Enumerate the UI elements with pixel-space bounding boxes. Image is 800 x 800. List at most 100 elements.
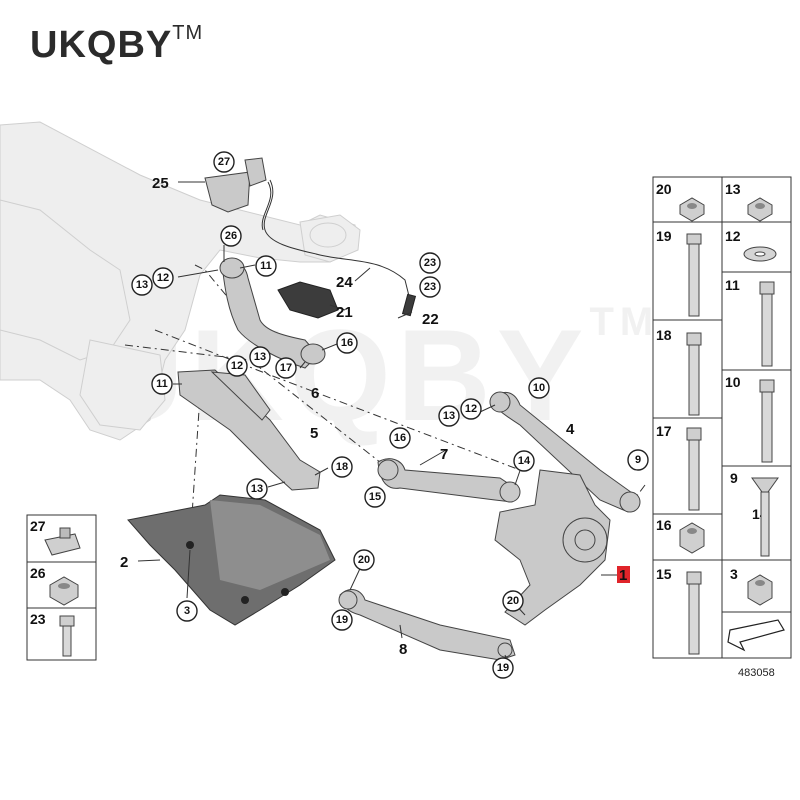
callout-12-a: 12	[152, 267, 174, 289]
svg-text:15: 15	[369, 491, 381, 503]
subframe-ghost	[0, 121, 361, 441]
callout-23-b: 23	[419, 276, 441, 298]
callout-9: 9	[627, 449, 649, 471]
label-7: 7	[440, 446, 448, 463]
callout-23-a: 23	[419, 252, 441, 274]
svg-text:23: 23	[424, 257, 436, 269]
label-4: 4	[566, 421, 575, 438]
hardware-legend-right: 20 13 19 12 11 18 10 17 9 14 16 15 3 483…	[652, 176, 792, 679]
svg-text:23: 23	[424, 281, 436, 293]
part-25-bracket	[204, 157, 267, 213]
hex-bolt-icon	[686, 332, 702, 416]
part-5-arm	[177, 369, 321, 491]
part-6-upper-arm	[219, 257, 326, 369]
callout-27: 27	[213, 151, 235, 173]
svg-text:13: 13	[443, 410, 455, 422]
hex-bolt-icon	[759, 281, 775, 367]
callout-17: 17	[275, 357, 297, 379]
svg-text:20: 20	[507, 595, 519, 607]
callout-13-d: 13	[438, 405, 460, 427]
svg-text:26: 26	[225, 230, 237, 242]
legend-num-11: 11	[725, 277, 740, 293]
svg-text:12: 12	[157, 272, 169, 284]
flange-nut-icon	[747, 574, 773, 606]
legend-num-3: 3	[730, 566, 738, 582]
callout-11-a: 11	[255, 255, 277, 277]
svg-text:13: 13	[136, 279, 148, 291]
hex-bolt-icon	[759, 379, 775, 463]
callout-15: 15	[364, 486, 386, 508]
washer-icon	[743, 246, 777, 262]
hex-bolt-icon	[686, 427, 702, 511]
legend-num-9: 9	[730, 470, 738, 486]
callout-13-b: 13	[249, 346, 271, 368]
legend-num-12: 12	[725, 228, 741, 244]
callout-3: 3	[176, 600, 198, 622]
svg-text:11: 11	[156, 378, 168, 390]
callout-20-a: 20	[353, 549, 375, 571]
callout-12-b: 12	[226, 355, 248, 377]
hex-bolt-icon	[686, 233, 702, 317]
svg-text:3: 3	[184, 605, 190, 617]
callout-26: 26	[220, 225, 242, 247]
label-25: 25	[152, 175, 169, 192]
legend-num-13: 13	[725, 181, 741, 197]
flange-nut-icon	[49, 576, 79, 606]
svg-text:16: 16	[394, 432, 406, 444]
label-24: 24	[336, 274, 353, 291]
legend-num-18: 18	[656, 327, 672, 343]
part-24-cable	[261, 179, 417, 317]
label-1-badge: 1	[617, 566, 630, 584]
callout-16-a: 16	[336, 332, 358, 354]
legend-num-26: 26	[30, 565, 46, 581]
hardware-legend-left: 27 26 23	[26, 514, 97, 661]
svg-text:12: 12	[231, 360, 243, 372]
callout-10: 10	[528, 377, 550, 399]
brand-name: UKQBY	[30, 24, 173, 66]
legend-num-17: 17	[656, 423, 672, 439]
legend-num-19: 19	[656, 228, 672, 244]
figure-id: 483058	[738, 667, 775, 679]
svg-text:10: 10	[533, 382, 545, 394]
flange-nut-icon	[747, 197, 773, 222]
callout-18: 18	[331, 456, 353, 478]
flange-nut-icon	[679, 197, 705, 222]
legend-num-16: 16	[656, 517, 672, 533]
svg-text:19: 19	[497, 662, 509, 674]
part-7-arm	[377, 458, 521, 503]
callout-20-b: 20	[502, 590, 524, 612]
part-1-wheel-carrier	[494, 469, 611, 626]
label-5: 5	[310, 425, 318, 442]
svg-text:11: 11	[260, 260, 272, 272]
svg-text:13: 13	[251, 483, 263, 495]
svg-text:9: 9	[635, 454, 641, 466]
brand-trademark: TM	[172, 22, 204, 44]
svg-text:17: 17	[280, 362, 292, 374]
part-21-bracket	[277, 281, 339, 319]
spring-clip-icon	[44, 527, 81, 556]
callout-13-a: 13	[131, 274, 153, 296]
callout-11-b: 11	[151, 373, 173, 395]
brand-logo: UKQBYTM	[30, 22, 204, 67]
svg-text:18: 18	[336, 461, 348, 473]
svg-text:19: 19	[336, 614, 348, 626]
label-6: 6	[311, 385, 319, 402]
label-21: 21	[336, 304, 353, 321]
svg-text:13: 13	[254, 351, 266, 363]
legend-num-15: 15	[656, 566, 672, 582]
svg-text:16: 16	[341, 337, 353, 349]
legend-num-27: 27	[30, 518, 46, 534]
callout-16-b: 16	[389, 427, 411, 449]
direction-arrow-icon	[727, 619, 785, 652]
callout-13-c: 13	[246, 478, 268, 500]
label-2: 2	[120, 554, 128, 571]
svg-text:1: 1	[619, 567, 627, 584]
legend-num-10: 10	[725, 374, 741, 390]
part-8-lower-arm	[338, 589, 516, 661]
svg-text:14: 14	[518, 455, 531, 467]
flange-nut-icon	[679, 522, 705, 554]
hex-bolt-icon	[686, 571, 702, 655]
callout-19-a: 19	[331, 609, 353, 631]
callout-19-b: 19	[492, 657, 514, 679]
